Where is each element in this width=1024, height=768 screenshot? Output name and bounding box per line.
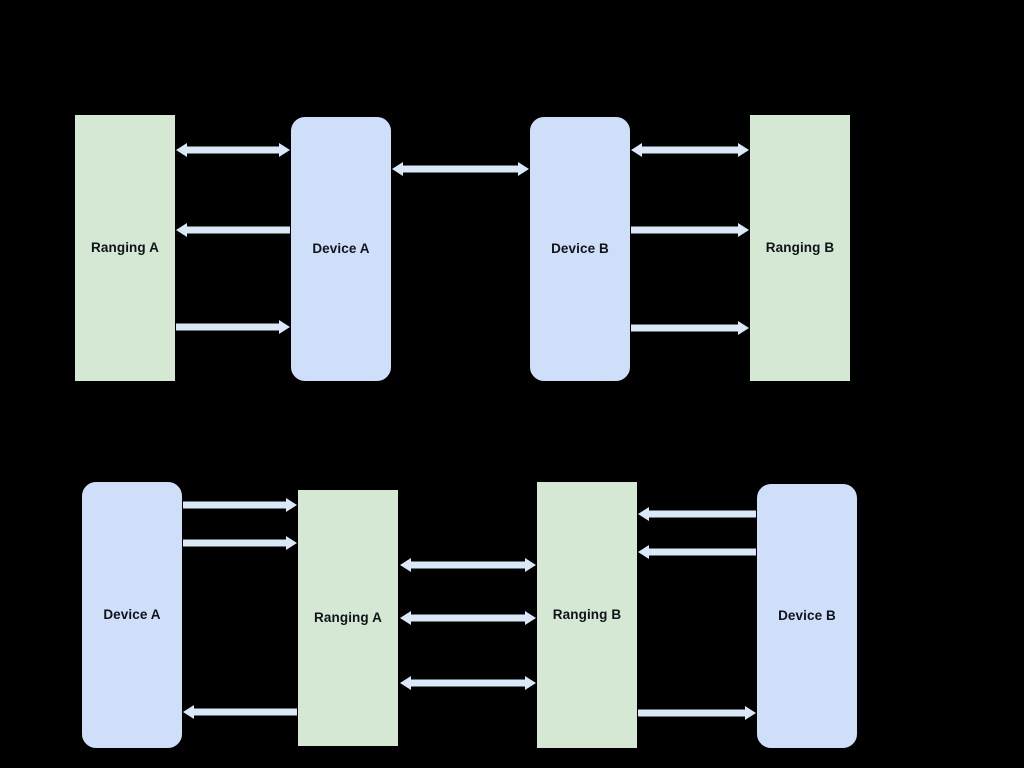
connector-arrow — [392, 162, 529, 176]
node-label: Device A — [312, 241, 370, 257]
node-bot-device-a[interactable]: Device A — [82, 482, 182, 748]
node-label: Ranging A — [314, 610, 382, 626]
connector-arrow — [400, 558, 536, 572]
node-label: Ranging B — [552, 607, 622, 623]
connector-arrow — [631, 143, 749, 157]
connector-arrow — [176, 143, 290, 157]
connector-arrow — [638, 706, 756, 720]
node-label: Device B — [551, 241, 609, 257]
connector-arrow — [183, 705, 297, 719]
node-top-ranging-a[interactable]: Ranging A — [75, 115, 175, 381]
connector-arrow — [631, 321, 749, 335]
connector-arrow — [400, 676, 536, 690]
connector-arrow — [638, 507, 756, 521]
node-bot-device-b[interactable]: Device B — [757, 484, 857, 748]
connector-arrow — [183, 536, 297, 550]
connector-arrow — [631, 223, 749, 237]
node-bot-ranging-b[interactable]: Ranging B — [537, 482, 637, 748]
connector-arrow — [176, 223, 290, 237]
node-top-device-b[interactable]: Device B — [530, 117, 630, 381]
node-top-device-a[interactable]: Device A — [291, 117, 391, 381]
connector-arrow — [176, 320, 290, 334]
connector-arrow — [638, 545, 756, 559]
node-label: Ranging A — [91, 240, 159, 256]
node-label: Ranging B — [765, 240, 835, 256]
node-top-ranging-b[interactable]: Ranging B — [750, 115, 850, 381]
connector-arrow — [400, 611, 536, 625]
node-label: Device B — [778, 608, 836, 624]
node-label: Device A — [103, 607, 161, 623]
connector-arrow — [183, 498, 297, 512]
node-bot-ranging-a[interactable]: Ranging A — [298, 490, 398, 746]
